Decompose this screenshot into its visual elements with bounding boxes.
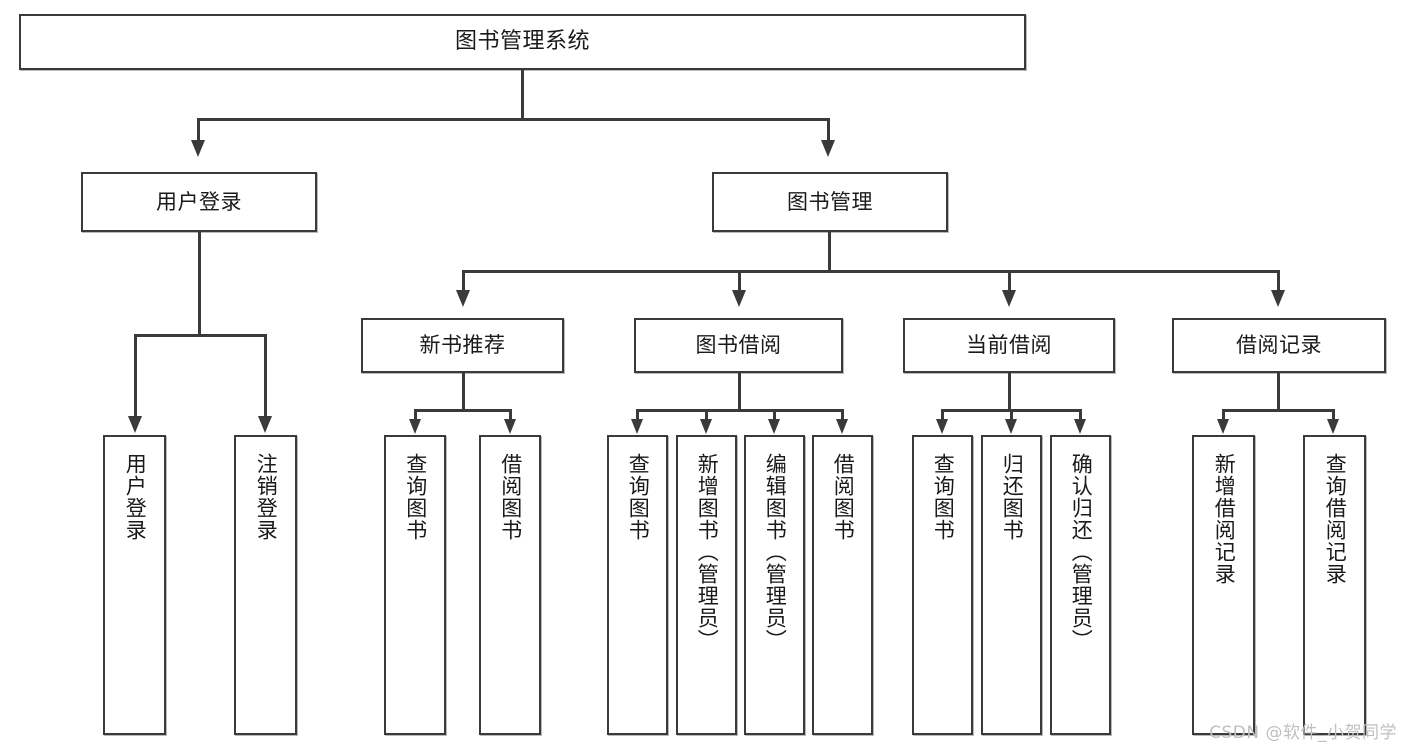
arrowhead-leaf-user-login-1 <box>128 416 142 433</box>
connector-root-drop-right <box>827 118 830 142</box>
leaf-logout[interactable]: 注销登录 <box>234 435 297 735</box>
node-label: 编辑图书（管理员） <box>763 453 788 651</box>
arrowhead-leaf-book-borrow-1 <box>631 419 643 434</box>
connector-current-borrow-drop-3 <box>1079 409 1082 421</box>
connector-new-book-drop-1 <box>414 409 417 421</box>
arrowhead-to-current-borrow <box>1002 290 1016 307</box>
connector-book-borrow-drop-3 <box>773 409 776 421</box>
node-label: 当前借阅 <box>966 333 1052 358</box>
connector-book-management-bus <box>462 270 1280 273</box>
node-label: 用户登录 <box>156 189 242 214</box>
arrowhead-to-new-book-recommend <box>456 290 470 307</box>
connector-borrow-record-bus <box>1222 409 1335 412</box>
node-label: 新书推荐 <box>419 333 506 358</box>
connector-user-login-drop-1 <box>134 334 137 418</box>
connector-new-book-drop-2 <box>509 409 512 421</box>
connector-lvl3-drop-1 <box>462 270 465 292</box>
node-label: 用户登录 <box>123 453 148 541</box>
node-label: 归还图书 <box>1000 453 1025 541</box>
connector-borrow-record-drop-1 <box>1222 409 1225 421</box>
connector-book-borrow-drop-4 <box>841 409 844 421</box>
arrowhead-leaf-new-book-1 <box>409 419 421 434</box>
leaf-borrow-book-recommend[interactable]: 借阅图书 <box>479 435 541 735</box>
connector-book-borrow-drop-1 <box>636 409 639 421</box>
connector-lvl3-drop-2 <box>738 270 741 292</box>
node-label: 图书借阅 <box>695 333 782 358</box>
connector-borrow-record-drop-2 <box>1332 409 1335 421</box>
node-label: 查询图书 <box>403 453 428 541</box>
leaf-query-book-recommend[interactable]: 查询图书 <box>384 435 446 735</box>
arrowhead-leaf-current-borrow-3 <box>1074 419 1086 434</box>
arrowhead-to-book-management <box>821 140 835 157</box>
leaf-query-borrow-record[interactable]: 查询借阅记录 <box>1303 435 1366 735</box>
connector-borrow-record-stem <box>1277 373 1280 411</box>
leaf-borrow-book[interactable]: 借阅图书 <box>812 435 873 735</box>
leaf-user-login[interactable]: 用户登录 <box>103 435 166 735</box>
node-new-book-recommend[interactable]: 新书推荐 <box>361 318 564 373</box>
connector-book-management-stem <box>828 232 831 272</box>
connector-user-login-bus <box>134 334 267 337</box>
leaf-add-book-admin[interactable]: 新增图书（管理员） <box>676 435 737 735</box>
node-label: 注销登录 <box>254 453 279 541</box>
node-book-borrow[interactable]: 图书借阅 <box>634 318 843 373</box>
connector-user-login-stem <box>198 232 201 334</box>
arrowhead-leaf-current-borrow-2 <box>1005 419 1017 434</box>
node-label: 借阅图书 <box>498 453 523 541</box>
arrowhead-leaf-new-book-2 <box>504 419 516 434</box>
connector-book-borrow-bus <box>636 409 844 412</box>
arrowhead-to-book-borrow <box>732 290 746 307</box>
connector-new-book-stem <box>462 373 465 411</box>
connector-new-book-bus <box>414 409 512 412</box>
node-book-management[interactable]: 图书管理 <box>712 172 948 232</box>
leaf-query-book[interactable]: 查询图书 <box>607 435 668 735</box>
node-root-book-management-system[interactable]: 图书管理系统 <box>19 14 1026 70</box>
arrowhead-leaf-borrow-record-1 <box>1217 419 1229 434</box>
node-label: 借阅图书 <box>831 453 856 541</box>
connector-current-borrow-drop-2 <box>1010 409 1013 421</box>
arrowhead-leaf-user-login-2 <box>258 416 272 433</box>
connector-user-login-drop-2 <box>264 334 267 418</box>
connector-root-bus <box>197 118 830 121</box>
node-label: 新增图书（管理员） <box>695 453 720 651</box>
connector-root-stem <box>521 70 524 118</box>
connector-book-borrow-stem <box>738 373 741 411</box>
node-label: 确认归还（管理员） <box>1069 453 1094 651</box>
arrowhead-leaf-current-borrow-1 <box>936 419 948 434</box>
node-label: 查询图书 <box>931 453 956 541</box>
leaf-return-book[interactable]: 归还图书 <box>981 435 1042 735</box>
connector-lvl3-drop-3 <box>1008 270 1011 292</box>
connector-current-borrow-drop-1 <box>941 409 944 421</box>
arrowhead-to-user-login <box>191 140 205 157</box>
node-current-borrow[interactable]: 当前借阅 <box>903 318 1115 373</box>
node-label: 新增借阅记录 <box>1212 453 1237 585</box>
connector-book-borrow-drop-2 <box>705 409 708 421</box>
arrowhead-leaf-borrow-record-2 <box>1327 419 1339 434</box>
node-label: 图书管理 <box>787 189 873 214</box>
leaf-add-borrow-record[interactable]: 新增借阅记录 <box>1192 435 1255 735</box>
connector-lvl3-drop-4 <box>1277 270 1280 292</box>
arrowhead-leaf-book-borrow-2 <box>700 419 712 434</box>
node-label: 图书管理系统 <box>454 29 590 55</box>
connector-root-drop-left <box>197 118 200 142</box>
leaf-confirm-return-admin[interactable]: 确认归还（管理员） <box>1050 435 1111 735</box>
node-label: 查询图书 <box>626 453 651 541</box>
leaf-edit-book-admin[interactable]: 编辑图书（管理员） <box>744 435 805 735</box>
connector-current-borrow-stem <box>1008 373 1011 411</box>
node-borrow-record[interactable]: 借阅记录 <box>1172 318 1386 373</box>
arrowhead-to-borrow-record <box>1271 290 1285 307</box>
node-label: 借阅记录 <box>1236 333 1322 358</box>
node-user-login[interactable]: 用户登录 <box>81 172 317 232</box>
arrowhead-leaf-book-borrow-4 <box>836 419 848 434</box>
arrowhead-leaf-book-borrow-3 <box>768 419 780 434</box>
node-label: 查询借阅记录 <box>1323 453 1348 585</box>
leaf-query-book-current[interactable]: 查询图书 <box>912 435 973 735</box>
